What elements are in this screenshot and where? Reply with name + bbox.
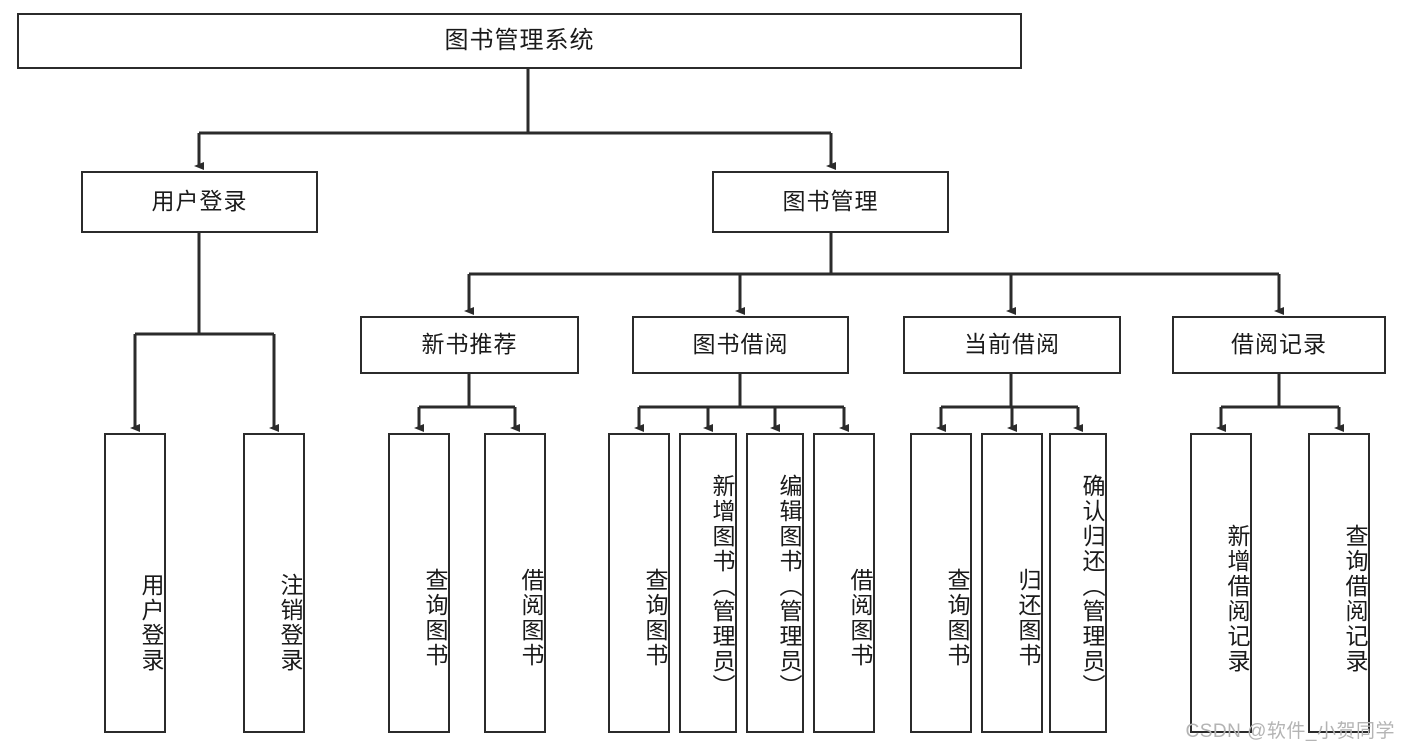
node-bb-add-book-label: 新增图书（管理员） xyxy=(709,473,735,699)
node-new-book-rec[interactable]: 新书推荐 xyxy=(360,316,579,374)
node-current-borrow[interactable]: 当前借阅 xyxy=(903,316,1121,374)
node-br-add-record-label: 新增借阅记录 xyxy=(1224,524,1250,674)
node-bb-query-book-label: 查询图书 xyxy=(642,568,668,668)
node-bb-edit-book-label: 编辑图书（管理员） xyxy=(776,473,802,699)
node-cb-confirm-return[interactable]: 确认归还（管理员） xyxy=(1049,433,1107,733)
node-cb-query-book[interactable]: 查询图书 xyxy=(910,433,972,733)
node-borrow-record-label: 借阅记录 xyxy=(1231,331,1327,358)
node-br-add-record[interactable]: 新增借阅记录 xyxy=(1190,433,1252,733)
node-book-manage-label: 图书管理 xyxy=(782,188,879,215)
node-bb-add-book[interactable]: 新增图书（管理员） xyxy=(679,433,737,733)
node-br-query-record[interactable]: 查询借阅记录 xyxy=(1308,433,1370,733)
node-bb-borrow-book[interactable]: 借阅图书 xyxy=(813,433,875,733)
node-book-borrow-label: 图书借阅 xyxy=(692,331,789,358)
node-root[interactable]: 图书管理系统 xyxy=(17,13,1022,69)
node-cb-return-book[interactable]: 归还图书 xyxy=(981,433,1043,733)
node-bb-borrow-book-label: 借阅图书 xyxy=(847,568,873,668)
node-login-do[interactable]: 用户登录 xyxy=(104,433,166,733)
node-cb-query-book-label: 查询图书 xyxy=(944,568,970,668)
node-rec-borrow-book-label: 借阅图书 xyxy=(518,568,544,668)
node-cb-confirm-return-label: 确认归还（管理员） xyxy=(1079,473,1105,699)
node-cb-return-book-label: 归还图书 xyxy=(1015,568,1041,668)
node-logout-do[interactable]: 注销登录 xyxy=(243,433,305,733)
node-rec-borrow-book[interactable]: 借阅图书 xyxy=(484,433,546,733)
node-rec-query-book[interactable]: 查询图书 xyxy=(388,433,450,733)
node-book-manage[interactable]: 图书管理 xyxy=(712,171,949,233)
node-root-label: 图书管理系统 xyxy=(444,26,595,54)
node-book-borrow[interactable]: 图书借阅 xyxy=(632,316,849,374)
node-new-book-rec-label: 新书推荐 xyxy=(421,331,518,358)
node-bb-edit-book[interactable]: 编辑图书（管理员） xyxy=(746,433,804,733)
csdn-watermark: CSDN @软件_小贺同学 xyxy=(1185,721,1395,742)
node-rec-query-book-label: 查询图书 xyxy=(422,568,448,668)
node-bb-query-book[interactable]: 查询图书 xyxy=(608,433,670,733)
node-login-do-label: 用户登录 xyxy=(138,573,164,673)
node-current-borrow-label: 当前借阅 xyxy=(964,331,1060,358)
node-logout-do-label: 注销登录 xyxy=(277,573,303,673)
node-br-query-record-label: 查询借阅记录 xyxy=(1342,524,1368,674)
node-user-login[interactable]: 用户登录 xyxy=(81,171,318,233)
node-user-login-label: 用户登录 xyxy=(151,188,248,215)
node-borrow-record[interactable]: 借阅记录 xyxy=(1172,316,1386,374)
